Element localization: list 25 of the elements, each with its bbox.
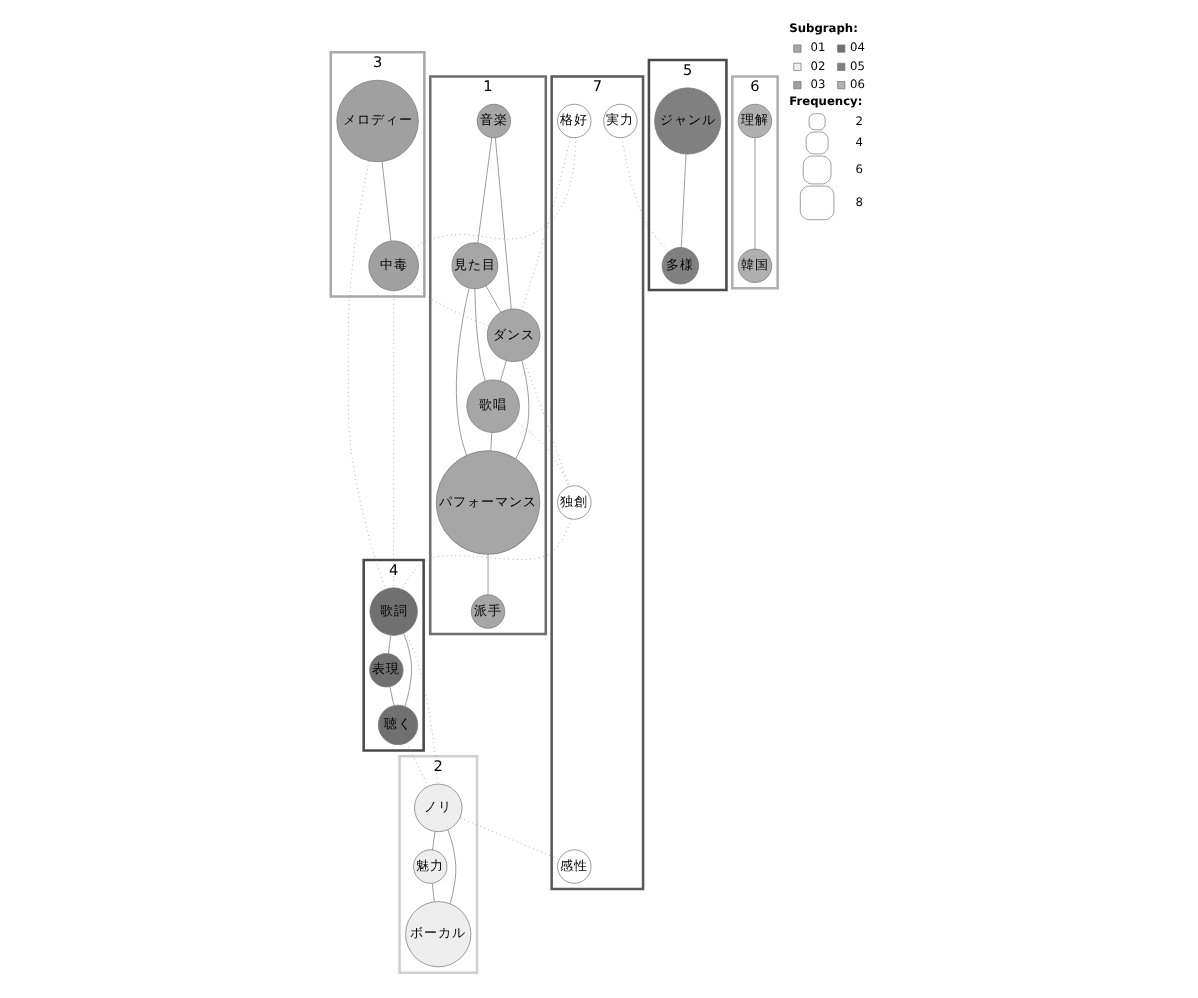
connector [487, 553, 489, 596]
connector [515, 359, 530, 460]
connector [412, 137, 576, 250]
connector [431, 882, 435, 902]
connector [490, 432, 493, 452]
connector [495, 137, 512, 310]
connector [621, 137, 669, 253]
connector [754, 137, 756, 250]
connector [347, 160, 386, 590]
connector [388, 634, 392, 654]
connector [405, 632, 438, 785]
connector [410, 283, 490, 327]
connector [474, 288, 486, 382]
connector [447, 829, 457, 904]
connector [485, 285, 502, 313]
connector [389, 686, 395, 706]
connector [406, 742, 429, 787]
connector [456, 287, 470, 456]
connector [500, 360, 507, 382]
connector [680, 153, 687, 248]
connector [477, 137, 493, 244]
connector [403, 632, 412, 707]
connector [381, 161, 392, 242]
connector [432, 831, 436, 851]
connector [514, 420, 570, 488]
